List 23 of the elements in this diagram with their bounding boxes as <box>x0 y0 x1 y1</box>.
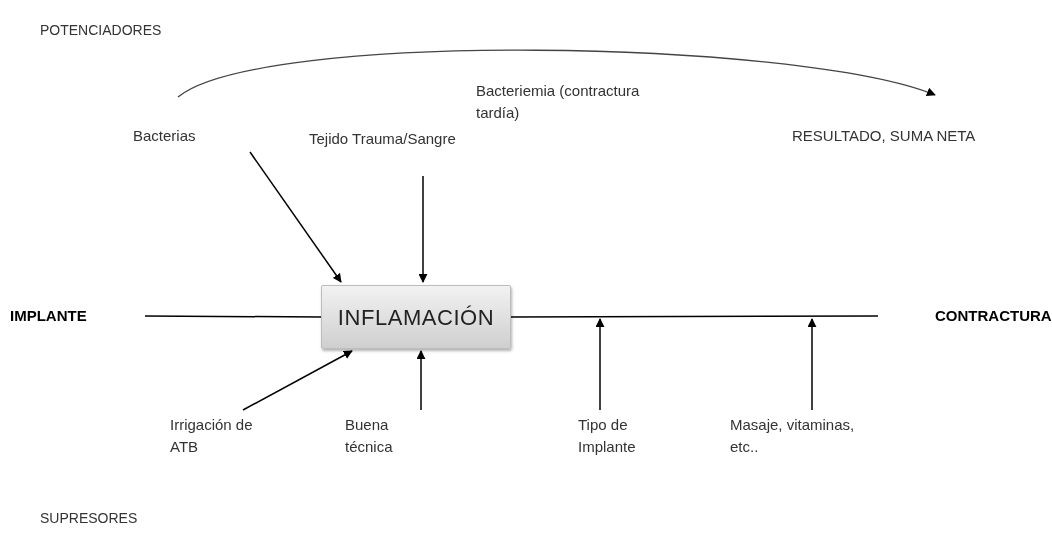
arrow <box>807 318 817 411</box>
node-label: CONTRACTURA <box>935 306 1050 326</box>
node-label: IMPLANTE <box>10 306 88 326</box>
node-label: Masaje, vitaminas, etc.. <box>730 415 856 457</box>
arrow <box>249 151 342 283</box>
section-label: POTENCIADORES <box>40 21 162 40</box>
section-label: SUPRESORES <box>40 509 138 528</box>
node-label: Buena técnica <box>345 415 394 457</box>
arrow <box>595 318 605 411</box>
node-label: Irrigación de ATB <box>170 415 254 457</box>
arrow <box>416 350 426 411</box>
process-box <box>321 285 511 349</box>
node-label: RESULTADO, SUMA NETA <box>792 126 977 146</box>
node-label: Tipo de Implante <box>578 415 637 457</box>
node-label: Bacteriemia (contractura tardía) <box>476 81 641 123</box>
node-label: INFLAMACIÓN <box>337 303 495 332</box>
curved-arrow <box>177 49 936 98</box>
connector-line <box>144 315 322 318</box>
connector-line <box>510 315 879 318</box>
node-label: Tejido Trauma/Sangre <box>309 129 457 149</box>
node-label: Bacterias <box>133 126 197 146</box>
arrow <box>418 175 428 283</box>
arrow <box>242 350 353 411</box>
